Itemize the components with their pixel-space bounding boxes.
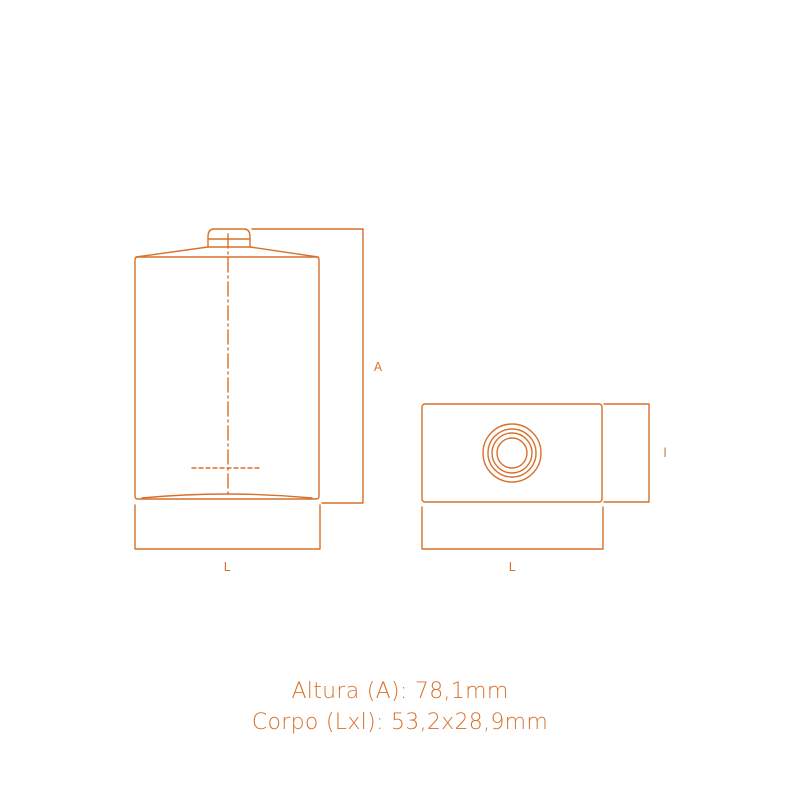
neck-mid-circle: [491, 432, 533, 474]
height-dimension-label: A: [374, 360, 383, 374]
depth-dimension: [603, 403, 650, 503]
front-width-dimension-label: L: [224, 560, 231, 574]
bottle-base-arc: [141, 493, 313, 499]
bottle-body-outline: [134, 256, 320, 500]
body-spec: Corpo (Lxl): 53,2x28,9mm: [251, 710, 549, 735]
bottle-neck: [207, 228, 251, 248]
height-spec: Altura (A): 78,1mm: [291, 679, 509, 704]
front-width-dimension: [134, 504, 321, 550]
top-view-body-outline: [421, 403, 603, 503]
front-view: [134, 228, 364, 550]
top-width-dimension-label: L: [509, 560, 516, 574]
height-dimension: [251, 228, 364, 504]
bottle-shoulder: [135, 246, 319, 258]
neck-inner-circle: [496, 437, 528, 469]
top-view: [421, 403, 650, 550]
neck-outer-circle: [482, 423, 542, 483]
specifications: Altura (A): 78,1mm Corpo (Lxl): 53,2x28,…: [0, 676, 800, 738]
neck-ring-circle: [487, 428, 537, 478]
top-width-dimension: [421, 506, 604, 550]
depth-dimension-label: l: [663, 446, 666, 460]
